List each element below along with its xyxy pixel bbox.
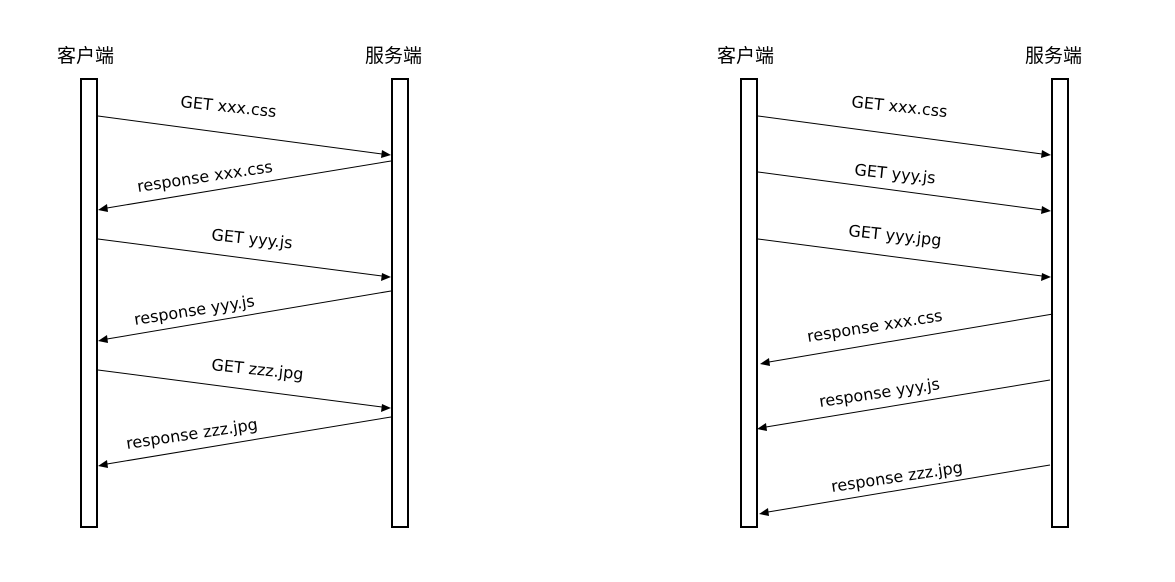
arrow-head-icon: [98, 460, 108, 468]
message-label: GET yyy.jpg: [848, 221, 943, 250]
arrow-head-icon: [98, 204, 108, 212]
left-message-5: GET zzz.jpg: [97, 355, 391, 412]
arrow-head-icon: [760, 358, 770, 366]
message-arrow-line: [106, 290, 392, 340]
arrow-head-icon: [381, 150, 391, 158]
left-message-1: GET xxx.css: [97, 92, 391, 158]
message-label: response yyy.js: [818, 374, 941, 411]
message-label: response xxx.css: [806, 306, 944, 346]
arrow-head-icon: [1041, 273, 1051, 281]
right-server-lifeline: [1051, 78, 1069, 528]
message-arrow-line: [757, 171, 1043, 211]
left-sequence-diagram: 客户端 服务端 GET xxx.css response xxx.css GET…: [57, 45, 422, 528]
arrow-head-icon: [1041, 150, 1051, 158]
right-sequence-diagram: 客户端 服务端 GET xxx.css GET yyy.js GET yyy.j…: [717, 45, 1082, 528]
message-label: GET xxx.css: [851, 92, 949, 121]
message-arrow-line: [106, 416, 392, 465]
message-arrow-line: [106, 160, 392, 209]
right-message-3: GET yyy.jpg: [757, 221, 1051, 281]
message-label: GET yyy.js: [854, 160, 937, 187]
message-arrow-line: [757, 115, 1043, 155]
arrow-head-icon: [381, 404, 391, 412]
left-client-lifeline: [80, 78, 98, 528]
message-arrow-line: [767, 464, 1051, 513]
message-label: response xxx.css: [136, 157, 274, 196]
message-arrow-line: [768, 313, 1054, 363]
right-server-label: 服务端: [1025, 45, 1082, 67]
right-message-2: GET yyy.js: [757, 160, 1051, 214]
left-message-6: response zzz.jpg: [98, 415, 392, 468]
message-label: GET zzz.jpg: [211, 355, 305, 384]
arrow-head-icon: [1041, 206, 1051, 214]
right-message-5: response yyy.js: [757, 374, 1051, 431]
message-label: response yyy.js: [133, 291, 256, 329]
message-arrow-line: [765, 379, 1051, 428]
left-message-2: response xxx.css: [98, 157, 392, 212]
right-message-4: response xxx.css: [760, 306, 1054, 366]
right-client-lifeline: [740, 78, 758, 528]
right-message-1: GET xxx.css: [757, 92, 1051, 158]
message-arrow-line: [757, 238, 1043, 277]
right-client-label: 客户端: [717, 45, 774, 67]
left-server-lifeline: [391, 78, 409, 528]
message-label: response zzz.jpg: [125, 415, 259, 453]
arrow-head-icon: [757, 423, 767, 431]
arrow-head-icon: [98, 335, 108, 343]
arrow-head-icon: [759, 508, 769, 516]
left-server-label: 服务端: [365, 45, 422, 67]
message-label: GET yyy.js: [211, 225, 294, 252]
arrow-head-icon: [381, 273, 391, 281]
message-arrow-line: [97, 238, 383, 277]
message-label: GET xxx.css: [180, 92, 278, 121]
right-message-6: response zzz.jpg: [759, 458, 1051, 516]
left-client-label: 客户端: [57, 45, 114, 67]
message-arrow-line: [97, 369, 383, 408]
left-message-3: GET yyy.js: [97, 225, 391, 281]
left-message-4: response yyy.js: [98, 290, 392, 343]
message-arrow-line: [97, 115, 383, 155]
